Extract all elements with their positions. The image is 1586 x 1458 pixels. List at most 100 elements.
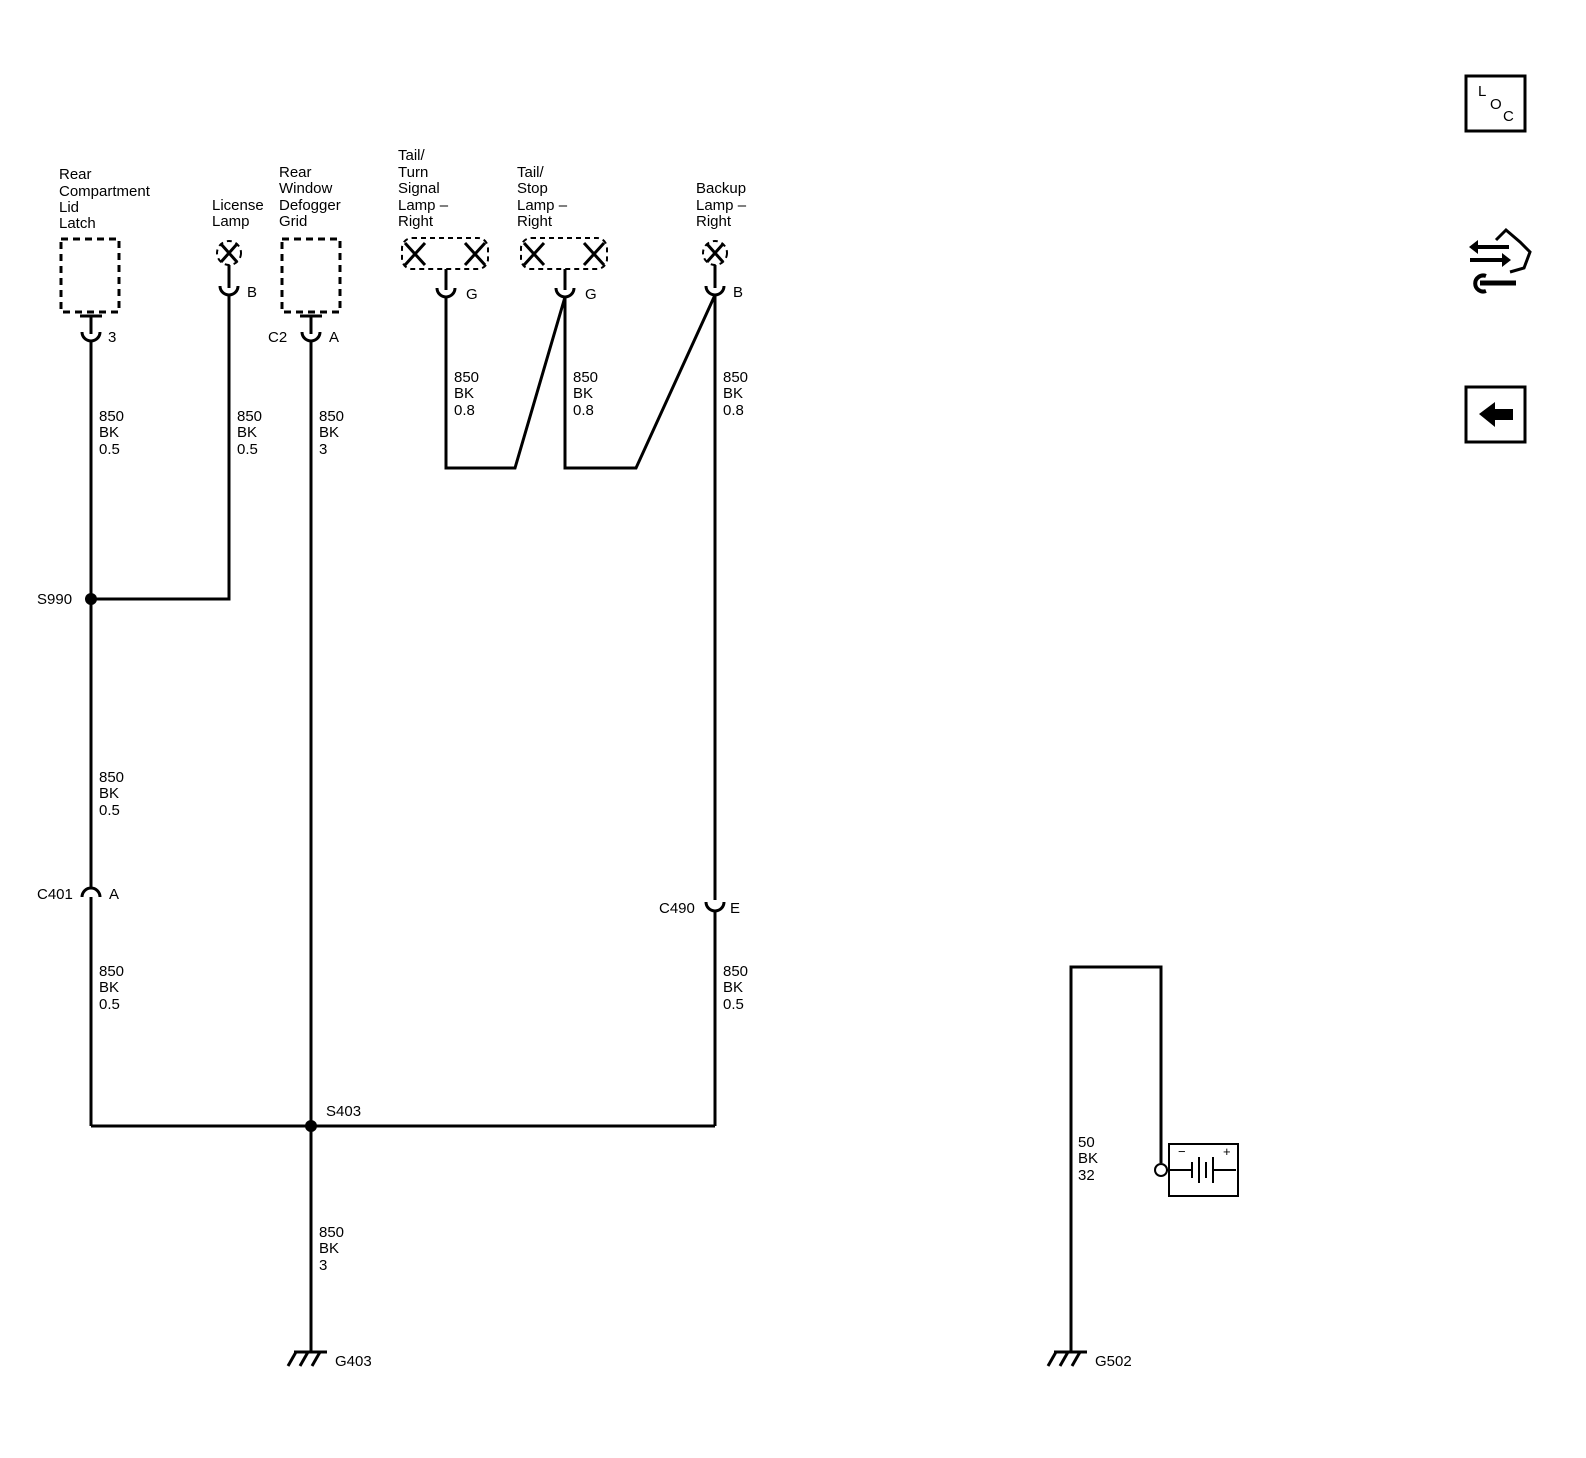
svg-text:850: 850	[723, 369, 748, 386]
pin-latch: 3	[108, 329, 116, 346]
svg-text:Right: Right	[517, 213, 553, 230]
pin-tail-stop: G	[585, 286, 597, 303]
svg-text:BK: BK	[1078, 1150, 1098, 1167]
svg-text:850: 850	[99, 408, 124, 425]
svg-text:Window: Window	[279, 180, 333, 197]
svg-text:C401: C401	[37, 886, 73, 903]
svg-text:50: 50	[1078, 1134, 1095, 1151]
svg-text:BK: BK	[99, 979, 119, 996]
loc-icon[interactable]: L O C	[1464, 74, 1527, 133]
svg-text:Defogger: Defogger	[279, 197, 341, 214]
tail-turn-signal-lamp-right: G	[401, 237, 489, 303]
license-lamp: B	[216, 240, 257, 301]
wire-label-ground-g403: 850 BK 3	[319, 1224, 344, 1274]
svg-text:850: 850	[319, 408, 344, 425]
rear-window-defogger-grid: C2 A	[268, 237, 342, 346]
tail-stop-lamp-right: G	[520, 237, 608, 303]
svg-text:850: 850	[99, 963, 124, 980]
wire-label-latch-lower: 850 BK 0.5	[99, 963, 124, 1013]
splice-s990: S990	[37, 591, 97, 608]
svg-text:Backup: Backup	[696, 180, 746, 197]
svg-text:0.5: 0.5	[723, 996, 744, 1013]
svg-text:0.5: 0.5	[99, 996, 120, 1013]
label-backup-lamp-right: Backup Lamp – Right	[696, 180, 747, 230]
wires	[89, 294, 1163, 1352]
wire-label-latch-mid: 850 BK 0.5	[99, 769, 124, 819]
pin-tail-turn: G	[466, 286, 478, 303]
connector-c490: C490 E	[659, 884, 740, 917]
connector-tools-icon[interactable]	[1469, 227, 1532, 294]
svg-text:Turn: Turn	[398, 164, 428, 181]
splice-s403: S403	[305, 1103, 361, 1132]
label-license-lamp: License Lamp	[212, 197, 264, 230]
pin-backup: B	[733, 284, 743, 301]
wire-label-backup-lower: 850 BK 0.5	[723, 963, 748, 1013]
svg-text:G403: G403	[335, 1353, 372, 1370]
pin-c490: E	[730, 900, 740, 917]
svg-text:S990: S990	[37, 591, 72, 608]
svg-text:Grid: Grid	[279, 213, 307, 230]
svg-text:BK: BK	[319, 424, 339, 441]
label-rear-window-defogger-grid: Rear Window Defogger Grid	[279, 164, 341, 230]
wire-label-backup: 850 BK 0.8	[723, 369, 748, 419]
svg-text:Rear: Rear	[279, 164, 312, 181]
battery-negative: −	[1178, 1144, 1186, 1159]
svg-text:G502: G502	[1095, 1353, 1132, 1370]
svg-text:0.8: 0.8	[573, 402, 594, 419]
svg-text:0.5: 0.5	[99, 802, 120, 819]
svg-text:S403: S403	[326, 1103, 361, 1120]
svg-text:Signal: Signal	[398, 180, 440, 197]
svg-text:Rear: Rear	[59, 166, 92, 183]
svg-text:BK: BK	[723, 979, 743, 996]
svg-text:850: 850	[454, 369, 479, 386]
svg-text:0.8: 0.8	[723, 402, 744, 419]
svg-text:850: 850	[723, 963, 748, 980]
battery-positive: +	[1223, 1144, 1231, 1159]
svg-text:Latch: Latch	[59, 215, 96, 232]
svg-text:850: 850	[99, 769, 124, 786]
svg-text:BK: BK	[573, 385, 593, 402]
label-tail-turn-signal-lamp-right: Tail/ Turn Signal Lamp – Right	[398, 147, 449, 230]
svg-text:3: 3	[319, 1257, 327, 1274]
svg-text:850: 850	[319, 1224, 344, 1241]
svg-text:Lamp: Lamp	[212, 213, 250, 230]
svg-text:BK: BK	[237, 424, 257, 441]
svg-text:Tail/: Tail/	[398, 147, 426, 164]
wire-label-battery: 50 BK 32	[1078, 1134, 1098, 1184]
pin-defogger: A	[329, 329, 339, 346]
ground-g502: G502	[1046, 1350, 1132, 1370]
label-tail-stop-lamp-right: Tail/ Stop Lamp – Right	[517, 164, 568, 230]
rear-compartment-lid-latch: 3	[59, 237, 121, 346]
svg-text:850: 850	[237, 408, 262, 425]
svg-text:0.5: 0.5	[99, 441, 120, 458]
wire-label-latch-upper: 850 BK 0.5	[99, 408, 124, 458]
svg-text:BK: BK	[99, 785, 119, 802]
svg-text:C: C	[1503, 108, 1514, 125]
back-arrow-icon[interactable]	[1464, 385, 1527, 444]
svg-text:C490: C490	[659, 900, 695, 917]
svg-text:L: L	[1478, 83, 1486, 100]
svg-text:BK: BK	[723, 385, 743, 402]
battery: − +	[1154, 1143, 1239, 1197]
svg-text:0.5: 0.5	[237, 441, 258, 458]
svg-text:3: 3	[319, 441, 327, 458]
backup-lamp-right: B	[702, 240, 743, 301]
ground-g403: G403	[286, 1350, 372, 1370]
svg-text:Lid: Lid	[59, 199, 79, 216]
svg-text:Lamp –: Lamp –	[696, 197, 747, 214]
svg-text:BK: BK	[319, 1240, 339, 1257]
svg-text:Lamp –: Lamp –	[398, 197, 449, 214]
pin-license: B	[247, 284, 257, 301]
label-rear-compartment-lid-latch: Rear Compartment Lid Latch	[59, 166, 151, 232]
svg-text:Right: Right	[398, 213, 434, 230]
svg-text:Tail/: Tail/	[517, 164, 545, 181]
wire-label-tail-turn: 850 BK 0.8	[454, 369, 479, 419]
svg-text:Lamp –: Lamp –	[517, 197, 568, 214]
svg-text:Right: Right	[696, 213, 732, 230]
svg-text:Stop: Stop	[517, 180, 548, 197]
wire-label-defogger: 850 BK 3	[319, 408, 344, 458]
connector-c2: C2	[268, 329, 287, 346]
svg-text:License: License	[212, 197, 264, 214]
pin-c401: A	[109, 886, 119, 903]
svg-text:Compartment: Compartment	[59, 183, 151, 200]
